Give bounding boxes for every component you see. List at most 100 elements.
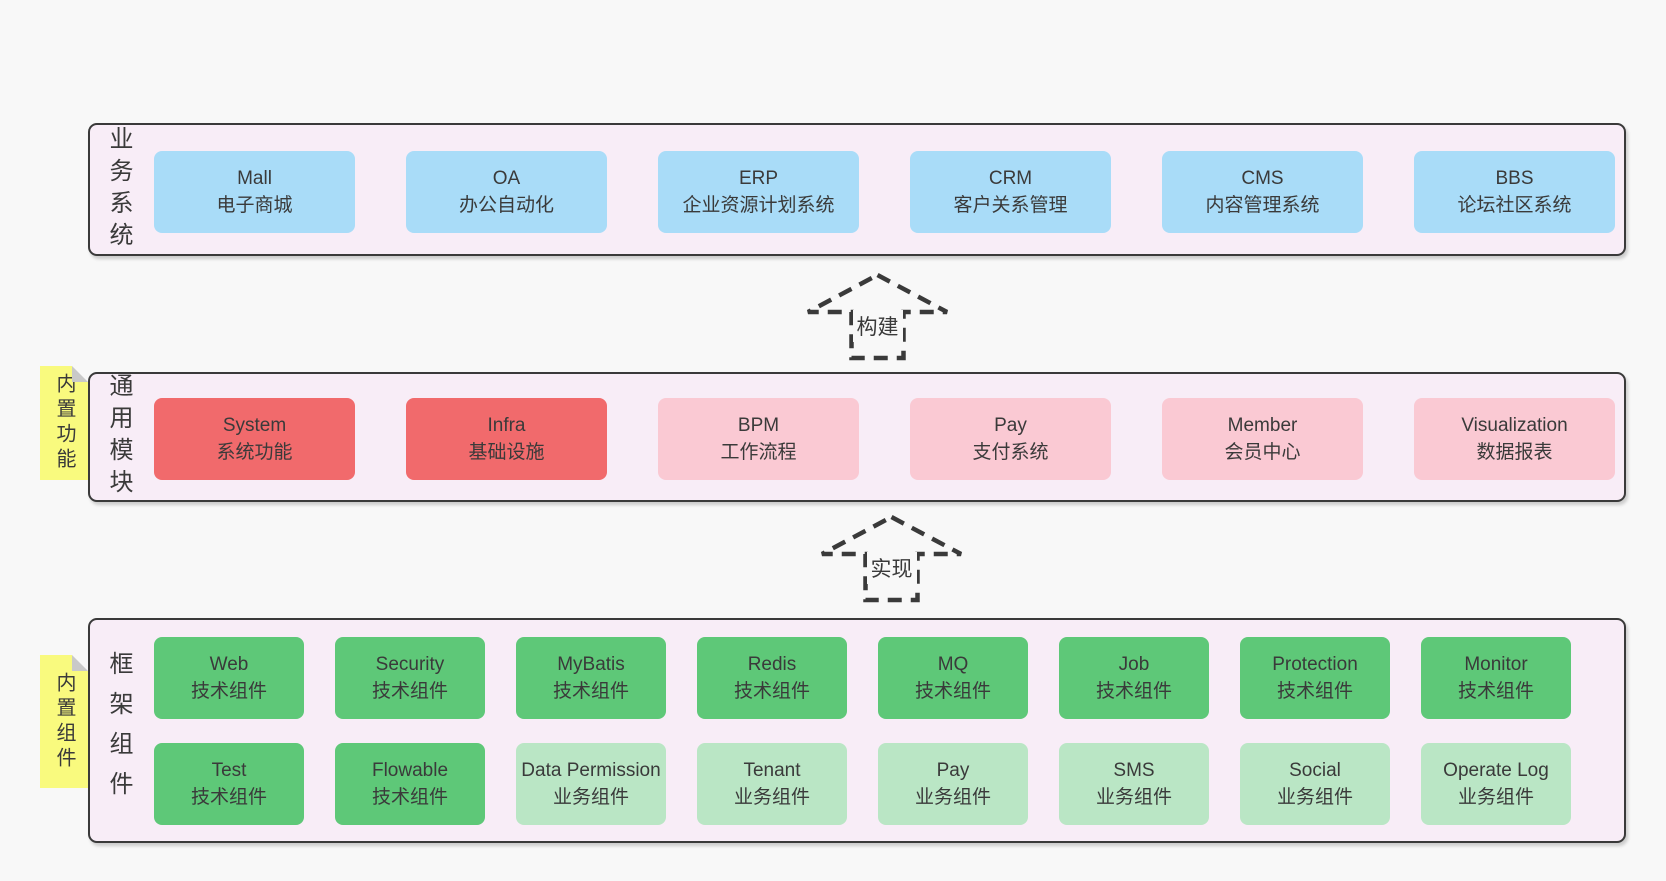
box-mybatis: MyBatis 技术组件	[516, 637, 666, 719]
box-zh-label: 系统功能	[216, 442, 293, 463]
box-zh-label: 办公自动化	[458, 195, 554, 216]
box-en-label: Flowable	[371, 760, 449, 781]
box-zh-label: 技术组件	[914, 681, 991, 702]
box-en-label: Data Permission	[521, 760, 661, 781]
box-en-label: Pay	[994, 415, 1027, 436]
box-en-label: Test	[211, 760, 247, 781]
box-pay-system: Pay 支付系统	[910, 398, 1111, 480]
box-en-label: Visualization	[1461, 415, 1568, 436]
box-zh-label: 业务组件	[552, 787, 629, 808]
band-label-common-modules: 通用模块	[105, 373, 132, 501]
box-en-label: System	[222, 415, 287, 436]
box-tenant: Tenant 业务组件	[697, 743, 847, 825]
box-en-label: Security	[375, 654, 445, 675]
box-en-label: Tenant	[743, 760, 801, 781]
box-zh-label: 技术组件	[1276, 681, 1353, 702]
box-zh-label: 技术组件	[190, 681, 267, 702]
box-crm: CRM 客户关系管理	[910, 151, 1111, 233]
box-zh-label: 业务组件	[1276, 787, 1353, 808]
box-en-label: Operate Log	[1443, 760, 1549, 781]
box-en-label: SMS	[1113, 760, 1155, 781]
box-zh-label: 技术组件	[1457, 681, 1534, 702]
box-zh-label: 工作流程	[720, 442, 797, 463]
box-zh-label: 数据报表	[1476, 442, 1553, 463]
box-zh-label: 业务组件	[733, 787, 810, 808]
box-sms: SMS 业务组件	[1059, 743, 1209, 825]
box-zh-label: 支付系统	[972, 442, 1049, 463]
box-flowable: Flowable 技术组件	[335, 743, 485, 825]
band-framework-components: 框架组件 Web 技术组件 Security 技术组件 MyBatis 技术组件…	[88, 618, 1626, 843]
box-zh-label: 企业资源计划系统	[682, 195, 835, 216]
box-zh-label: 客户关系管理	[953, 195, 1068, 216]
box-en-label: Protection	[1272, 654, 1358, 675]
box-en-label: Redis	[747, 654, 797, 675]
box-zh-label: 论坛社区系统	[1457, 195, 1572, 216]
up-arrow-icon	[806, 272, 949, 361]
box-zh-label: 技术组件	[733, 681, 810, 702]
up-arrow-icon	[820, 514, 963, 603]
box-en-label: Monitor	[1464, 654, 1528, 675]
box-security: Security 技术组件	[335, 637, 485, 719]
band-label-framework-components: 框架组件	[105, 650, 132, 811]
box-pay-component: Pay 业务组件	[878, 743, 1028, 825]
box-redis: Redis 技术组件	[697, 637, 847, 719]
box-social: Social 业务组件	[1240, 743, 1390, 825]
box-web: Web 技术组件	[154, 637, 304, 719]
box-en-label: Social	[1289, 760, 1341, 781]
box-zh-label: 技术组件	[552, 681, 629, 702]
common-modules-row: System 系统功能 Infra 基础设施 BPM 工作流程 Pay 支付系统…	[154, 398, 1615, 480]
box-cms: CMS 内容管理系统	[1162, 151, 1363, 233]
box-monitor: Monitor 技术组件	[1421, 637, 1571, 719]
box-zh-label: 基础设施	[468, 442, 545, 463]
box-en-label: MQ	[937, 654, 969, 675]
box-mq: MQ 技术组件	[878, 637, 1028, 719]
box-en-label: ERP	[738, 168, 779, 189]
box-infra: Infra 基础设施	[406, 398, 607, 480]
box-zh-label: 电子商城	[216, 195, 293, 216]
business-systems-row: Mall 电子商城 OA 办公自动化 ERP 企业资源计划系统 CRM 客户关系…	[154, 151, 1615, 233]
box-en-label: CMS	[1241, 168, 1284, 189]
framework-components-row-2: Test 技术组件 Flowable 技术组件 Data Permission …	[154, 743, 1571, 825]
box-zh-label: 业务组件	[914, 787, 991, 808]
box-operate-log: Operate Log 业务组件	[1421, 743, 1571, 825]
band-business-systems: 业务系统 Mall 电子商城 OA 办公自动化 ERP 企业资源计划系统 CRM…	[88, 123, 1626, 256]
arrow-build-label: 构建	[852, 310, 903, 342]
box-job: Job 技术组件	[1059, 637, 1209, 719]
box-zh-label: 业务组件	[1095, 787, 1172, 808]
box-zh-label: 技术组件	[1095, 681, 1172, 702]
sticky-note-text: 内置组件	[53, 671, 75, 772]
sticky-note-text: 内置功能	[53, 373, 75, 473]
box-bpm: BPM 工作流程	[658, 398, 859, 480]
box-en-label: Job	[1118, 654, 1150, 675]
box-zh-label: 技术组件	[371, 681, 448, 702]
box-en-label: BPM	[737, 415, 780, 436]
box-en-label: Mall	[237, 168, 272, 189]
arrow-build: 构建	[805, 272, 950, 362]
arrow-implement-label: 实现	[866, 552, 917, 584]
box-en-label: OA	[492, 168, 521, 189]
box-en-label: Pay	[936, 760, 970, 781]
box-en-label: CRM	[988, 168, 1033, 189]
box-member: Member 会员中心	[1162, 398, 1363, 480]
band-label-business-systems: 业务系统	[105, 125, 132, 254]
box-test: Test 技术组件	[154, 743, 304, 825]
box-oa: OA 办公自动化	[406, 151, 607, 233]
box-zh-label: 内容管理系统	[1205, 195, 1320, 216]
box-protection: Protection 技术组件	[1240, 637, 1390, 719]
box-bbs: BBS 论坛社区系统	[1414, 151, 1615, 233]
framework-components-row-1: Web 技术组件 Security 技术组件 MyBatis 技术组件 Redi…	[154, 637, 1571, 719]
box-zh-label: 技术组件	[371, 787, 448, 808]
sticky-note-builtin-components: 内置组件	[40, 655, 88, 788]
band-common-modules: 通用模块 System 系统功能 Infra 基础设施 BPM 工作流程 Pay…	[88, 372, 1626, 502]
box-zh-label: 会员中心	[1224, 442, 1301, 463]
box-system: System 系统功能	[154, 398, 355, 480]
sticky-note-builtin-features: 内置功能	[40, 366, 88, 480]
box-zh-label: 技术组件	[190, 787, 267, 808]
box-en-label: Web	[209, 654, 249, 675]
box-erp: ERP 企业资源计划系统	[658, 151, 859, 233]
box-zh-label: 业务组件	[1457, 787, 1534, 808]
box-data-permission: Data Permission 业务组件	[516, 743, 666, 825]
arrow-implement: 实现	[819, 514, 964, 604]
box-en-label: BBS	[1495, 168, 1534, 189]
